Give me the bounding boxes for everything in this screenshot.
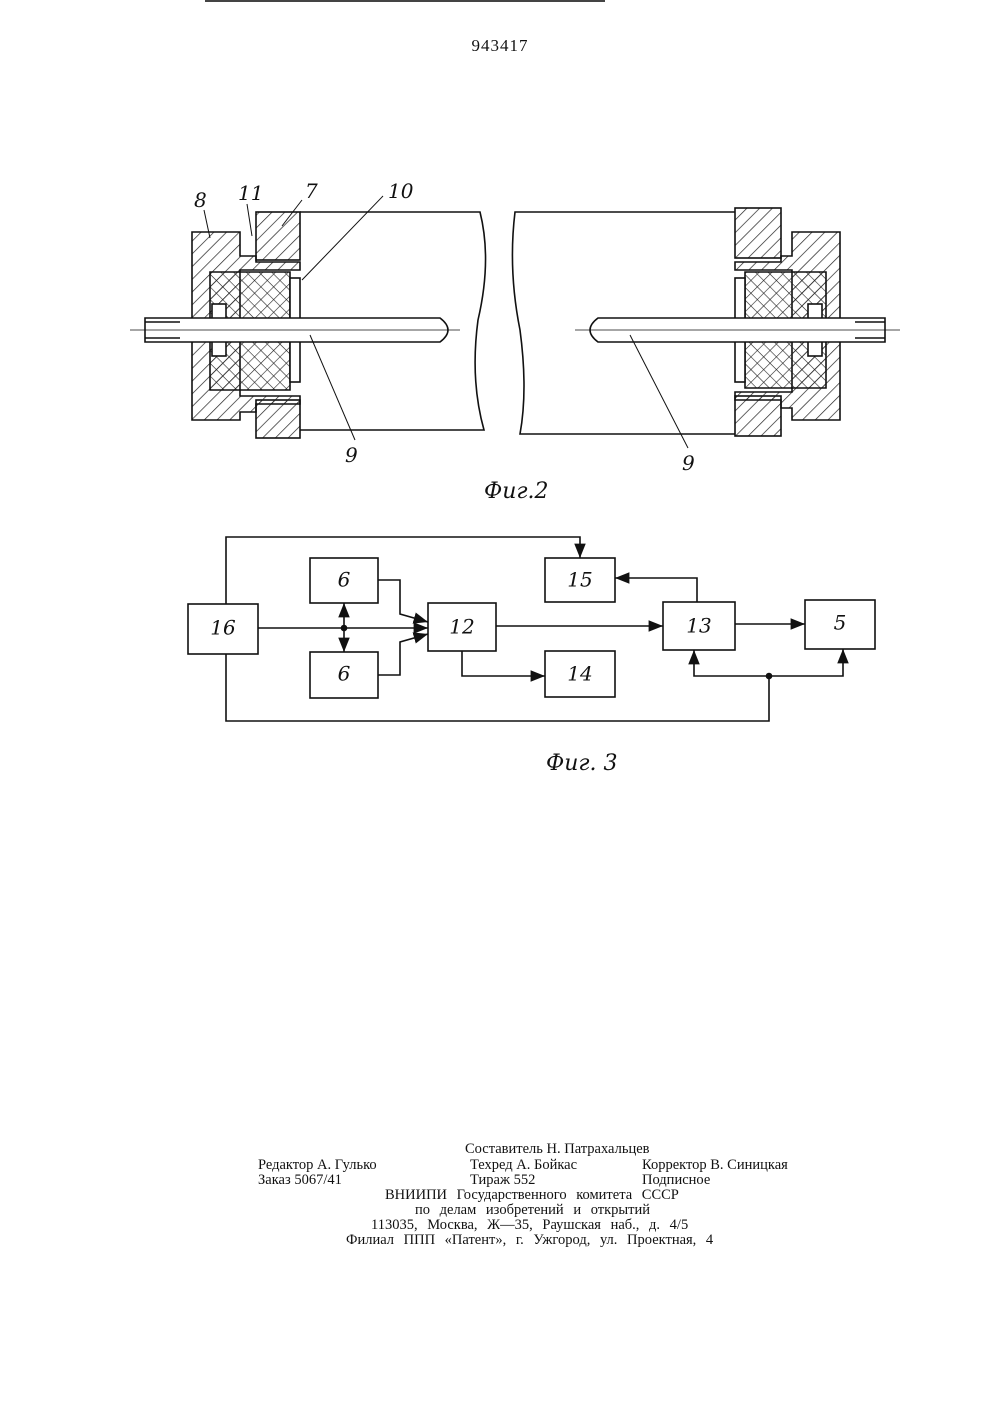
label-11: 11 [238,181,263,205]
block-13-label: 13 [686,614,711,638]
block-15-label: 15 [567,568,592,592]
block-5-label: 5 [834,611,847,635]
left-flange-top [256,212,300,260]
imprint-branch: Филиал ППП «Патент», г. Ужгород, ул. Про… [346,1233,713,1249]
imprint-order: Заказ 5067/41 [258,1173,342,1189]
block-12-label: 12 [449,615,474,639]
right-flange-top [735,208,781,258]
figure-2 [130,196,900,448]
block-6-top-label: 6 [338,568,351,592]
label-9-right: 9 [682,451,695,475]
right-flange-bottom [735,396,781,436]
label-8: 8 [194,188,207,212]
figure-3-caption: Фиг. 3 [546,751,618,776]
label-9-left: 9 [345,443,358,467]
block-16-label: 16 [210,616,236,640]
figure-3 [188,537,875,721]
label-7: 7 [305,179,318,203]
figure-2-caption: Фиг.2 [484,479,549,504]
left-flange-bottom [256,400,300,438]
label-10: 10 [388,179,414,203]
block-6-bottom-label: 6 [338,662,351,686]
block-14-label: 14 [567,662,592,686]
imprint-compiler: Составитель Н. Патрахальцев [465,1142,650,1158]
